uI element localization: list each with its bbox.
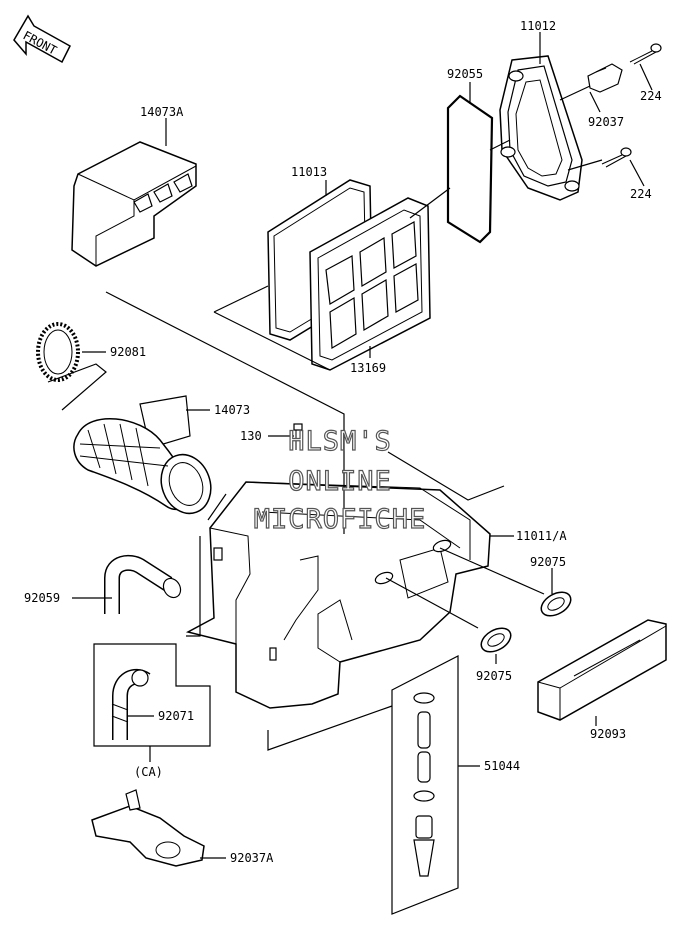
part-label-224-lower: 224 [630, 187, 652, 201]
elbow-hose [111, 668, 151, 740]
watermark: HLSM'S ONLINE MICROFICHE [253, 425, 427, 535]
clamp-upper [587, 63, 623, 93]
part-label-130: 130 [240, 429, 262, 443]
clamp-lower [91, 789, 205, 867]
part-label-92075-lower: 92075 [476, 669, 512, 683]
part-label-11011A: 11011/A [516, 529, 567, 543]
watermark-line-3: MICROFICHE [254, 504, 427, 535]
part-label-51044: 51044 [484, 759, 520, 773]
ca-box [93, 643, 211, 747]
part-label-92037: 92037 [588, 115, 624, 129]
foam-pad [537, 619, 667, 721]
screw-upper-icon [629, 43, 662, 65]
gasket [446, 94, 494, 244]
part-label-92071: 92071 [158, 709, 194, 723]
part-label-11012: 11012 [520, 19, 556, 33]
watermark-line-1: HLSM'S [288, 426, 392, 457]
part-label-14073: 14073 [214, 403, 250, 417]
watermark-line-2: ONLINE [288, 466, 392, 497]
intake-duct [71, 141, 197, 267]
front-arrow-icon: FRONT [13, 14, 71, 64]
part-label-13169: 13169 [350, 361, 386, 375]
screw-lower-icon [601, 147, 632, 168]
part-label-92075-right: 92075 [530, 555, 566, 569]
part-label-92055: 92055 [447, 67, 483, 81]
intake-funnel [73, 395, 212, 515]
drain-assembly [391, 655, 459, 915]
leader-lines [47, 32, 653, 859]
part-label-14073A: 14073A [140, 105, 184, 119]
part-label-224-upper: 224 [640, 89, 662, 103]
part-label-92037A: 92037A [230, 851, 274, 865]
air-box [185, 481, 491, 709]
air-box-cover [499, 55, 583, 201]
element-holder [309, 197, 431, 371]
bolt-icon [293, 423, 303, 450]
part-label-92059: 92059 [24, 591, 60, 605]
grommet-lower [480, 627, 512, 653]
spring-band [36, 322, 80, 382]
drain-hose [104, 554, 182, 614]
part-label-11013: 11013 [291, 165, 327, 179]
grommet-right [540, 591, 572, 617]
part-label-92093: 92093 [590, 727, 626, 741]
part-label-92081: 92081 [110, 345, 146, 359]
part-label-ca: (CA) [134, 765, 163, 779]
